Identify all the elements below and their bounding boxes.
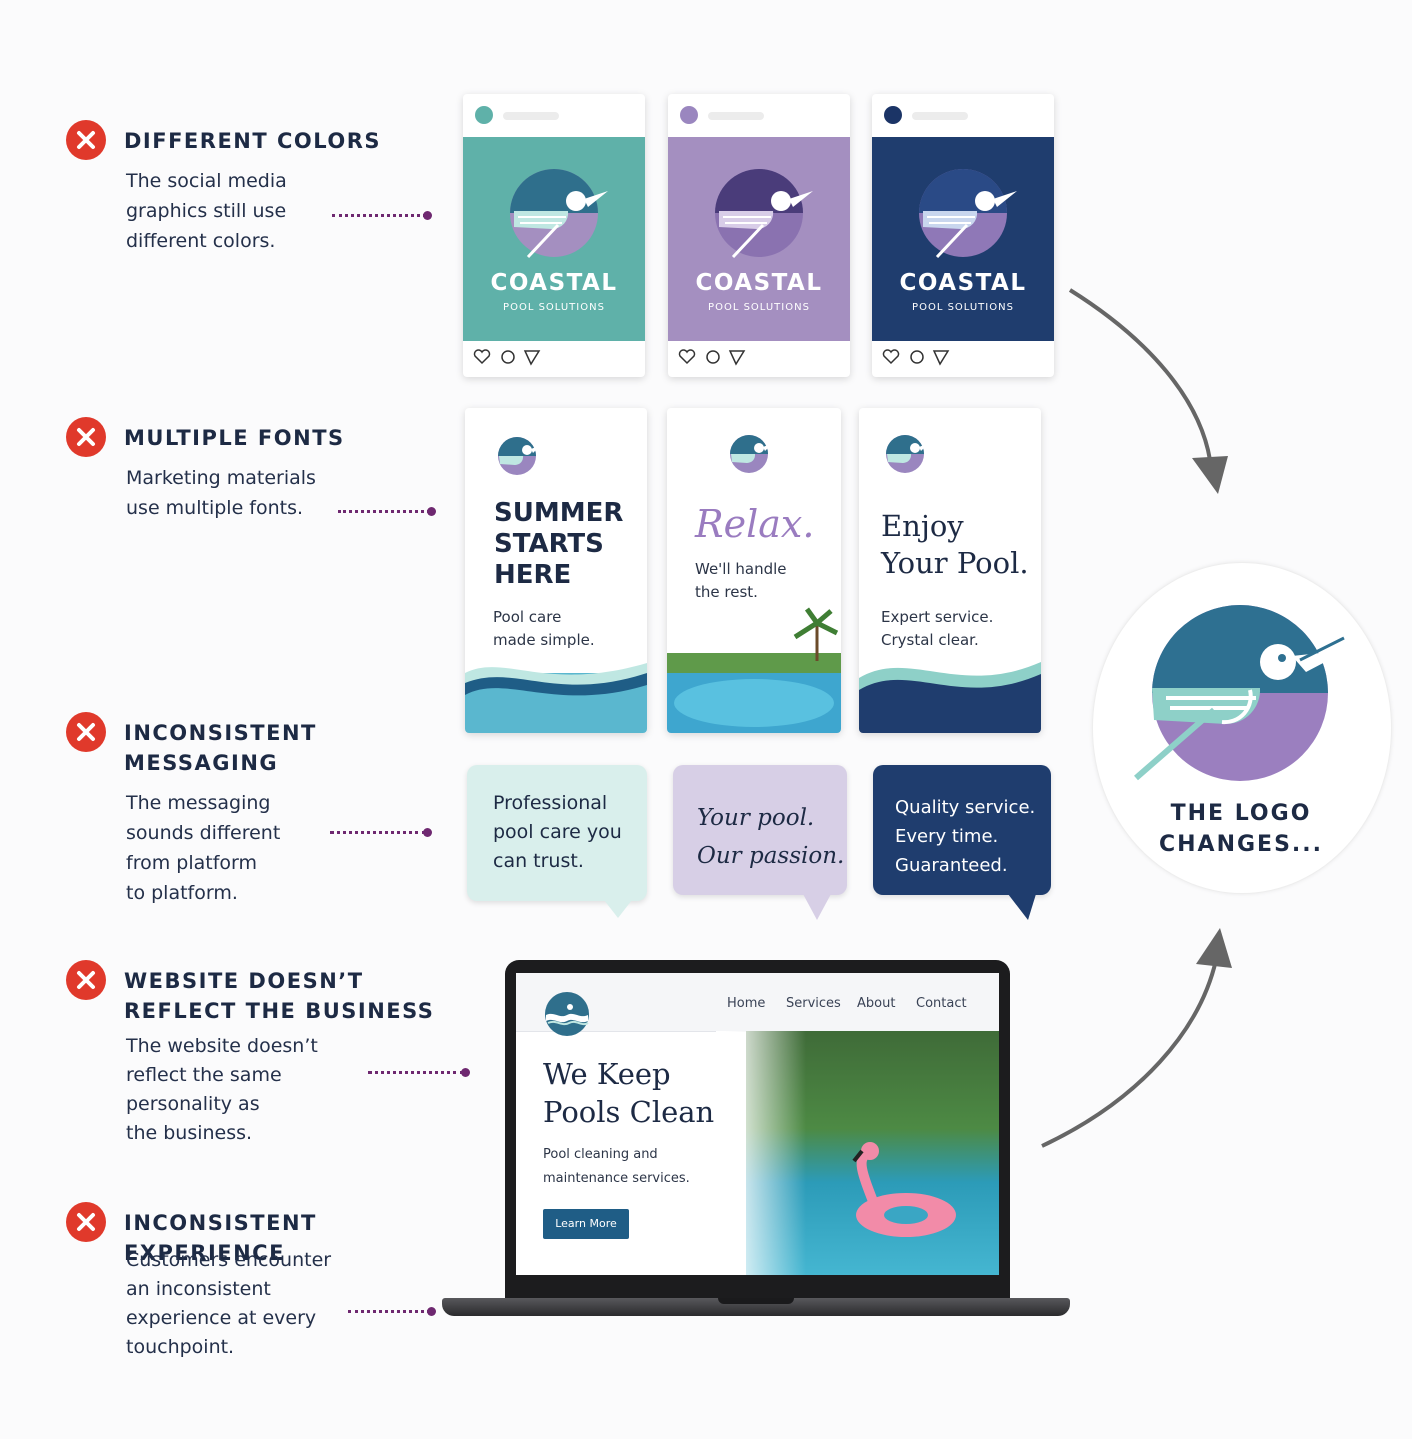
post-actions <box>882 348 962 370</box>
issue-description: Customers encounter an inconsistent expe… <box>126 1249 332 1358</box>
brand-name: COASTAL <box>695 270 823 296</box>
brand-tagline: POOL SOLUTIONS <box>912 302 1014 313</box>
nav-contact[interactable]: Contact <box>916 996 967 1011</box>
bubble-tail <box>604 900 632 918</box>
x-icon <box>66 417 106 457</box>
post-image: COASTAL POOL SOLUTIONS <box>463 137 645 341</box>
wave-graphic <box>465 663 647 733</box>
x-icon <box>66 1202 106 1242</box>
bubble-tail <box>1008 894 1036 920</box>
comment-icon <box>706 350 720 364</box>
share-icon <box>932 350 950 366</box>
laptop-notch <box>718 1298 794 1304</box>
hero-fade <box>716 1031 806 1275</box>
flyer-relax: Relax. We'll handle the rest. <box>667 408 841 733</box>
nav-services[interactable]: Services <box>786 996 841 1011</box>
bubble-professional: Professional pool care you can trust. <box>467 765 647 901</box>
post-actions <box>678 348 758 370</box>
nav-about[interactable]: About <box>857 996 896 1011</box>
x-icon <box>66 960 106 1000</box>
laptop-screen: We Keep Pools Clean Pool cleaning and ma… <box>516 973 999 1275</box>
brand-tagline: POOL SOLUTIONS <box>503 302 605 313</box>
curved-arrow-up-icon <box>1041 928 1232 1148</box>
issue-description: Marketing materials use multiple fonts. <box>126 467 316 519</box>
flyer-enjoy: Enjoy Your Pool. Expert service. Crystal… <box>859 408 1041 733</box>
connector-dots <box>368 1068 470 1077</box>
mini-logo-icon <box>886 435 929 473</box>
share-icon <box>728 350 746 366</box>
laptop-base <box>442 1298 1070 1316</box>
logo-caption: THE LOGO CHANGES... <box>1159 801 1323 857</box>
flyer-headline: Enjoy Your Pool. <box>881 509 1029 580</box>
flyer-body: Expert service. Crystal clear. <box>881 608 994 649</box>
issue-title: WEBSITE DOESN’T REFLECT THE BUSINESS <box>124 969 435 1023</box>
avatar <box>680 106 698 124</box>
issue-description: The website doesn’t reflect the same per… <box>126 1035 318 1144</box>
mini-logo-icon <box>498 437 541 475</box>
issue-description: The social media graphics still use diff… <box>126 170 287 252</box>
brand-name: COASTAL <box>899 270 1027 296</box>
site-logo-icon[interactable] <box>544 991 590 1037</box>
bird-logo-icon <box>919 169 1017 259</box>
heart-icon <box>678 349 696 365</box>
post-image: COASTAL POOL SOLUTIONS <box>872 137 1054 341</box>
learn-more-button[interactable]: Learn More <box>543 1209 629 1239</box>
connector-dots <box>332 211 432 220</box>
username-placeholder <box>708 112 764 120</box>
issue-description: The messaging sounds different from plat… <box>126 792 281 904</box>
brand-name: COASTAL <box>490 270 618 296</box>
bird-logo-icon <box>510 169 608 259</box>
hero-headline: We Keep Pools Clean <box>543 1057 715 1129</box>
comment-icon <box>910 350 924 364</box>
bubble-tail <box>803 894 831 920</box>
bubble-passion: Your pool. Our passion. <box>673 765 847 895</box>
bird-logo-icon <box>1134 605 1348 781</box>
curved-arrow-down-icon <box>1068 288 1228 494</box>
connector-dots <box>338 507 436 516</box>
issue-title: INCONSISTENT EXPERIENCE <box>124 1211 317 1265</box>
wave-graphic <box>859 662 1041 733</box>
post-image: COASTAL POOL SOLUTIONS <box>668 137 850 341</box>
bird-logo-icon <box>715 169 813 259</box>
flyer-body: We'll handle the rest. <box>695 560 787 601</box>
flyer-headline: SUMMER STARTS HERE <box>494 498 624 590</box>
heart-icon <box>882 349 900 365</box>
issue-title: INCONSISTENT MESSAGING <box>124 721 317 775</box>
heart-icon <box>473 349 491 365</box>
flyer-headline: Relax. <box>695 502 815 546</box>
social-post-teal: COASTAL POOL SOLUTIONS <box>463 94 645 377</box>
bubble-text: Quality service. Every time. Guaranteed. <box>895 797 1036 876</box>
username-placeholder <box>503 112 559 120</box>
hero-subtext: Pool cleaning and maintenance services. <box>543 1147 690 1186</box>
flyer-body: Pool care made simple. <box>493 608 595 649</box>
bubble-text: Professional pool care you can trust. <box>493 792 622 872</box>
avatar <box>884 106 902 124</box>
social-post-purple: COASTAL POOL SOLUTIONS <box>668 94 850 377</box>
x-icon <box>66 120 106 160</box>
mini-logo-icon <box>730 435 773 473</box>
social-post-navy: COASTAL POOL SOLUTIONS <box>872 94 1054 377</box>
connector-dots <box>330 828 432 837</box>
bubble-text: Your pool. Our passion. <box>697 805 845 869</box>
pool-photo <box>667 607 841 733</box>
issue-title: MULTIPLE FONTS <box>124 426 345 450</box>
x-icon <box>66 712 106 752</box>
site-header <box>516 973 999 1032</box>
issue-title: DIFFERENT COLORS <box>124 129 382 153</box>
post-actions <box>473 348 553 370</box>
bubble-quality: Quality service. Every time. Guaranteed. <box>873 765 1051 895</box>
share-icon <box>523 350 541 366</box>
comment-icon <box>501 350 515 364</box>
avatar <box>475 106 493 124</box>
brand-tagline: POOL SOLUTIONS <box>708 302 810 313</box>
flamingo-float-graphic <box>852 1142 956 1237</box>
flyer-summer: SUMMER STARTS HERE Pool care made simple… <box>465 408 647 733</box>
nav-home[interactable]: Home <box>727 996 766 1011</box>
connector-dots <box>348 1307 436 1316</box>
username-placeholder <box>912 112 968 120</box>
